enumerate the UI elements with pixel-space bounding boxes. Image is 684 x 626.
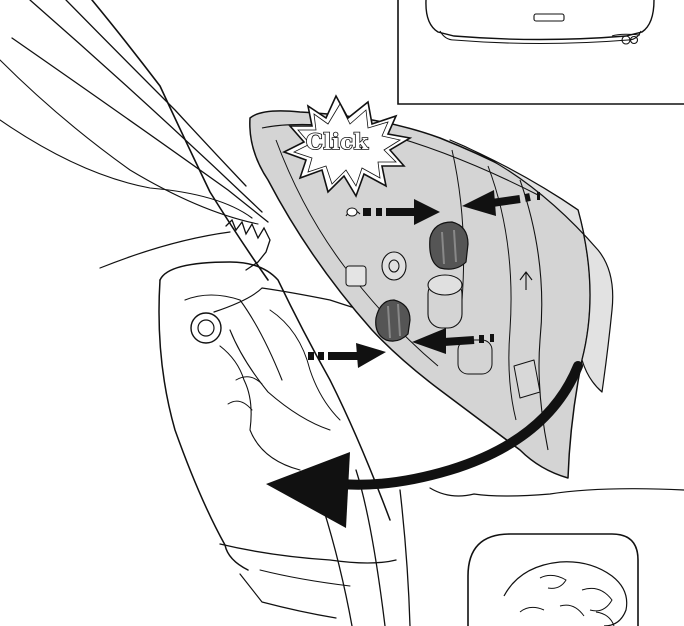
- inset-hand-detail: [468, 534, 638, 626]
- inset-rear-view: [398, 0, 684, 104]
- callout-click-text: Click: [306, 129, 369, 154]
- socket-upper: [430, 222, 468, 269]
- push-arrow-lower-left: [308, 343, 386, 368]
- socket-lower: [376, 300, 410, 341]
